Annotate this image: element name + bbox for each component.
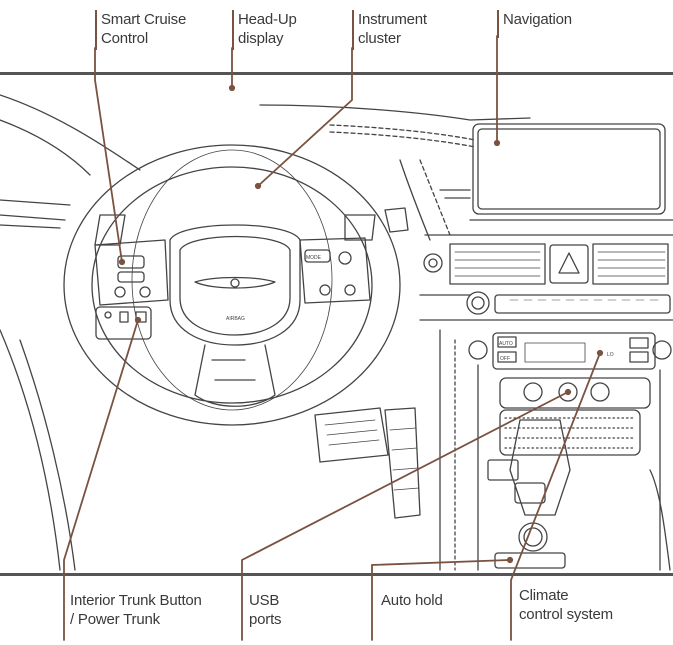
hazard-button <box>549 244 589 284</box>
callout-auto-hold: Auto hold <box>381 592 443 609</box>
trunk-button-panel <box>95 306 152 340</box>
instrument-tick <box>352 10 354 50</box>
mode-text: MODE <box>306 255 322 261</box>
center-vent-right <box>592 243 669 285</box>
leader-auto-hold <box>371 559 511 641</box>
callout-navigation: Navigation <box>503 11 572 28</box>
steering-wheel-rim <box>63 144 401 426</box>
lo-text: LO <box>607 352 614 358</box>
callout-usb-ports: USB ports <box>249 592 282 628</box>
leader-trunk <box>63 319 139 641</box>
airbag-text: AIRBAG <box>226 316 245 322</box>
right-switch-panel <box>299 237 371 304</box>
left-switch-panel <box>94 239 169 306</box>
wireless-charging-pad <box>499 409 641 456</box>
callout-interior-trunk: Interior Trunk Button / Power Trunk <box>70 592 202 628</box>
leader-climate <box>510 352 601 641</box>
top-frame-band <box>0 72 673 75</box>
callout-smart-cruise-control: Smart Cruise Control <box>101 11 187 47</box>
off-text: OFF <box>500 356 510 362</box>
hud-tick <box>232 10 234 50</box>
callout-head-up-display: Head-Up display <box>238 11 297 47</box>
accelerator-pedal <box>384 407 421 519</box>
navigation-screen <box>472 123 666 215</box>
brake-pedal <box>314 407 389 463</box>
callout-climate-control: Climate control system <box>519 587 613 623</box>
gear-selector <box>509 419 571 516</box>
leader-instrument <box>257 47 353 187</box>
leader-smart-cruise <box>94 47 123 263</box>
center-vent-left <box>449 243 546 285</box>
auto-text: AUTO <box>499 341 513 347</box>
leader-usb <box>241 391 569 641</box>
bottom-frame-band <box>0 573 673 576</box>
smart-cruise-tick <box>95 10 97 50</box>
navigation-tick <box>497 10 499 38</box>
climate-panel <box>492 332 656 370</box>
callout-instrument-cluster: Instrument cluster <box>358 11 427 47</box>
